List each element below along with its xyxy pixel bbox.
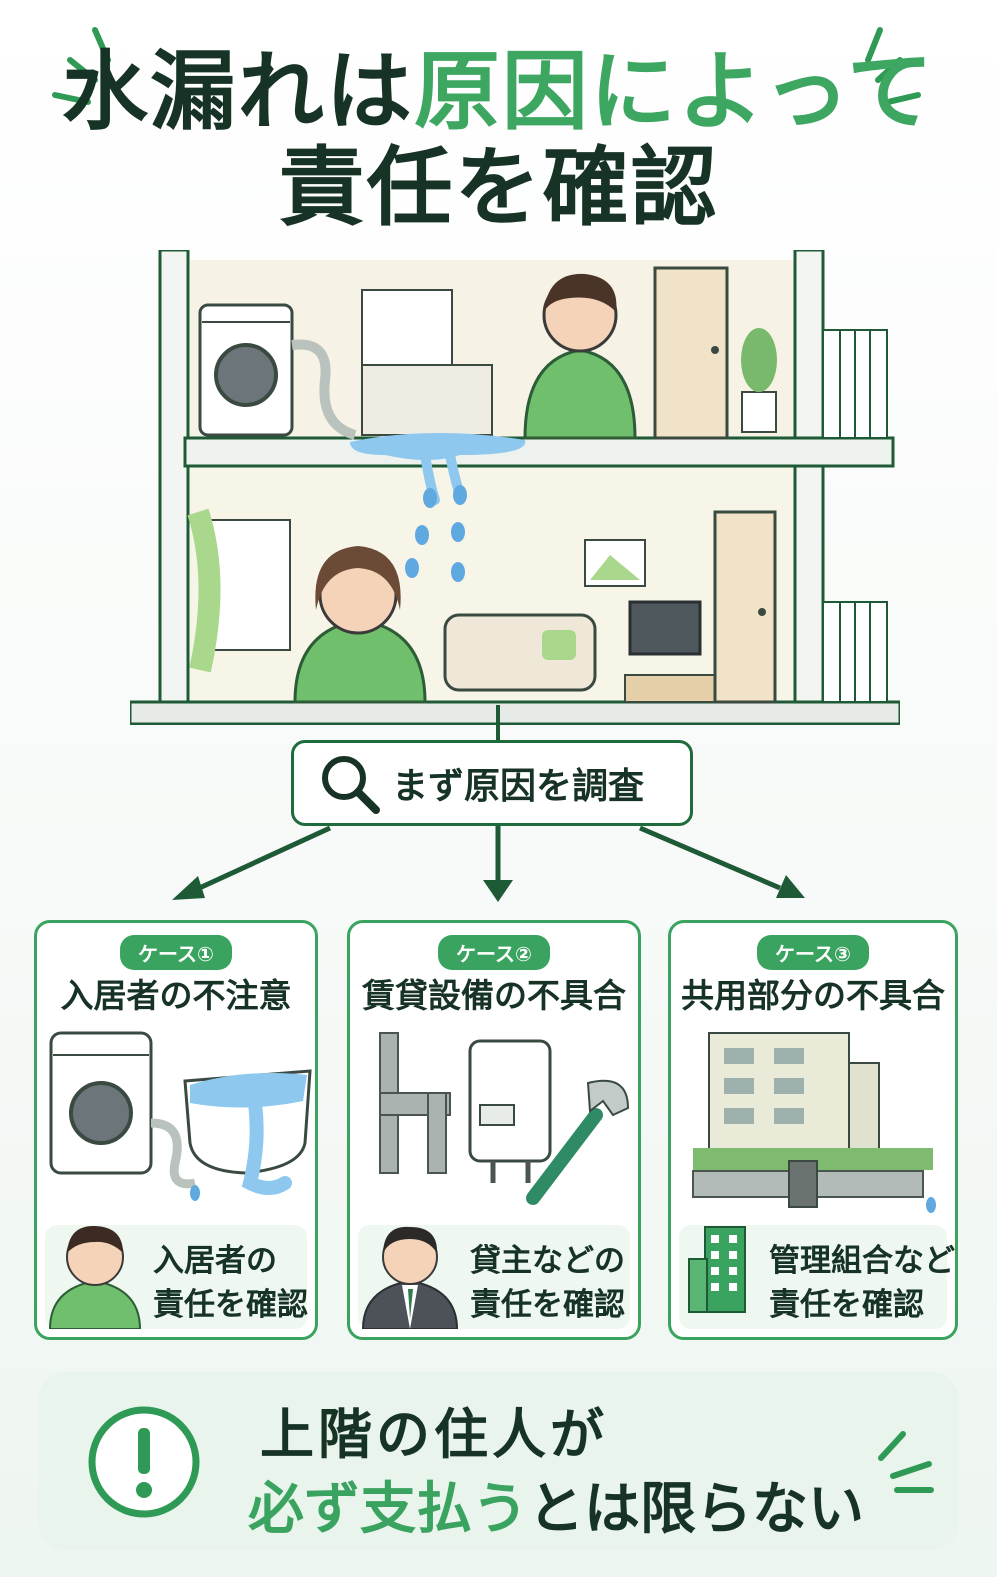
case-footer-line-2: 責任を確認 (769, 1287, 924, 1323)
case-badge: ケース③ (757, 935, 869, 970)
notice-rest: とは限らない (528, 1477, 864, 1542)
case-card-3: ケース③ 共用部分の不具合 管理組合などの責任を確認 (668, 920, 958, 1340)
building-icon (688, 1226, 746, 1313)
washing-machine-icon (198, 303, 294, 437)
tenant-avatar (48, 1225, 142, 1329)
notice-panel: 上階の住人が 必ず支払うとは限らない (38, 1372, 959, 1550)
search-icon (322, 756, 380, 814)
case-badge: ケース② (438, 935, 550, 970)
apartment-pipe-icon (692, 1032, 936, 1213)
case-footer: 貸主などの責任を確認 (358, 1225, 630, 1329)
house-illustration (130, 250, 900, 725)
case-footer-line-1: 管理組合などの (769, 1243, 955, 1279)
case-title: 共用部分の不具合 (681, 976, 945, 1015)
case-title: 賃貸設備の不具合 (362, 976, 626, 1015)
case-card-1: ケース① 入居者の不注意 入居者の責任を確認 (34, 920, 318, 1340)
case-footer-line-1: 入居者の (153, 1243, 277, 1279)
landlord-avatar (361, 1226, 459, 1329)
man-figure (523, 273, 637, 440)
washing-machine-bathtub-icon (49, 1031, 312, 1201)
title-line-1: 水漏れは原因によって (0, 42, 997, 142)
exclamation-icon (88, 1406, 200, 1518)
woman-figure (293, 546, 427, 704)
investigate-cause-box: まず原因を調査 (291, 740, 693, 826)
case-badge: ケース① (120, 935, 232, 970)
flow-arrows (172, 705, 805, 902)
case-footer-line-2: 責任を確認 (470, 1287, 625, 1323)
notice-line-1: 上階の住人が (260, 1403, 608, 1466)
case-footer-line-1: 貸主などの (470, 1243, 625, 1279)
notice-line-2: 必ず支払うとは限らない (248, 1464, 864, 1545)
notice-highlight: 必ず支払う (248, 1477, 528, 1542)
title-hatch-marks (52, 27, 921, 105)
investigate-cause-label: まず原因を調査 (392, 766, 645, 807)
notice-hatch-marks (878, 1431, 934, 1493)
case-footer: 管理組合などの責任を確認 (679, 1225, 955, 1329)
case-title: 入居者の不注意 (60, 976, 292, 1015)
title-line-2: 責任を確認 (278, 138, 719, 238)
case-footer: 入居者の責任を確認 (45, 1225, 308, 1329)
title-part-a: 水漏れは (61, 42, 414, 142)
case-card-2: ケース② 賃貸設備の不具合 貸主などの責任を確認 (347, 920, 641, 1340)
title-part-highlight: 原因によって (413, 42, 936, 142)
case-footer-line-2: 責任を確認 (153, 1287, 308, 1323)
pipe-water-heater-wrench-icon (379, 1032, 630, 1205)
